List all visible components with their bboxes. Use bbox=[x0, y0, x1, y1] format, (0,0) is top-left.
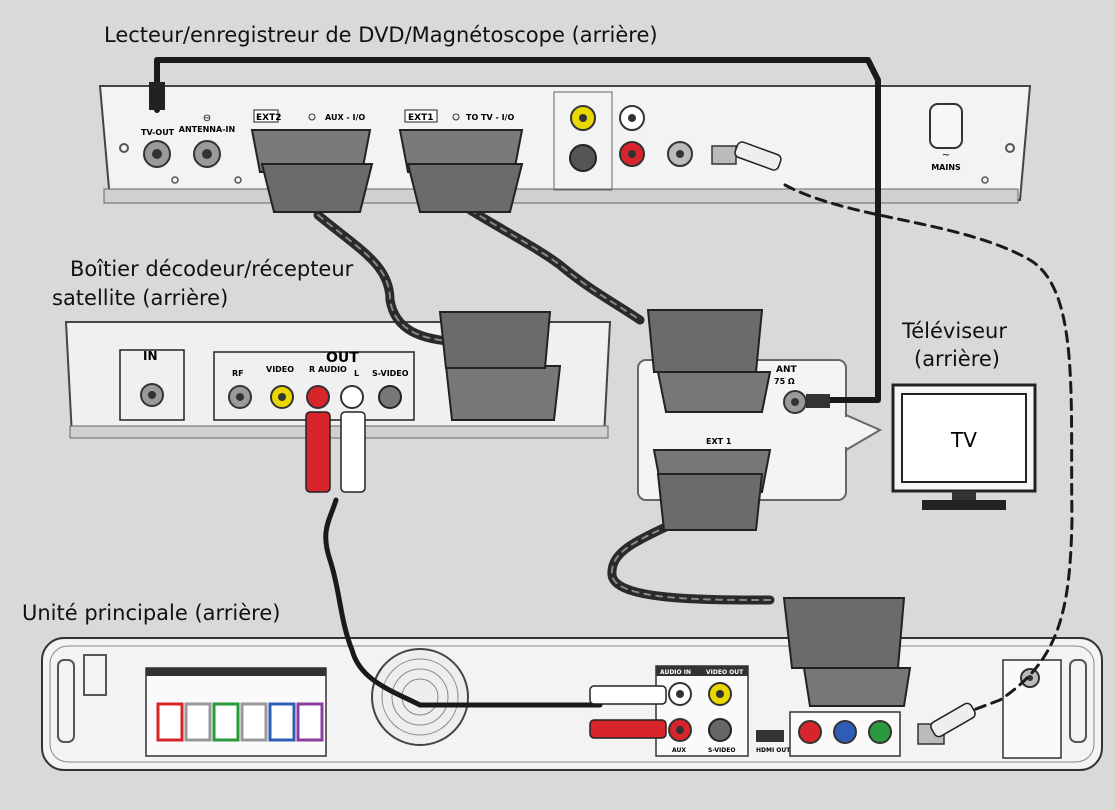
s-video-jack bbox=[569, 144, 597, 172]
svg-text:~: ~ bbox=[942, 150, 950, 161]
main-hdmi-label: HDMI OUT bbox=[756, 747, 791, 754]
aux-io-label: AUX - I/O bbox=[325, 113, 365, 122]
mains-label: MAINS bbox=[931, 163, 961, 172]
tv-ant-label: ANT bbox=[776, 365, 797, 375]
ext2-label: EXT2 bbox=[256, 113, 282, 123]
mains-socket bbox=[929, 103, 963, 149]
main-svideo-jack bbox=[708, 718, 732, 742]
to-tv-io-label: TO TV - I/O bbox=[466, 113, 514, 122]
optical-plug-main bbox=[930, 702, 976, 738]
main-video-out-label: VIDEO OUT bbox=[706, 669, 744, 676]
decoder-in-label: IN bbox=[143, 349, 158, 363]
antenna-icon: ⊖ bbox=[203, 113, 211, 124]
decoder-audio-l-jack bbox=[340, 385, 364, 409]
decoder-scart-socket bbox=[444, 365, 562, 421]
white-rca-plug-decoder bbox=[340, 411, 366, 493]
hdmi-port bbox=[756, 730, 784, 742]
decoder-caption-line1: Boîtier décodeur/récepteur bbox=[70, 257, 354, 281]
coax-plug-tv bbox=[806, 394, 830, 408]
television: TV bbox=[891, 383, 1037, 510]
scart-plug-tv-top bbox=[646, 309, 764, 373]
cables bbox=[154, 57, 1074, 717]
decoder-audio-r-jack bbox=[306, 385, 330, 409]
tv-top-scart-socket bbox=[656, 371, 772, 413]
main-svideo-label: S-VIDEO bbox=[708, 747, 735, 754]
decoder-svideo-jack bbox=[378, 385, 402, 409]
tv-out-label: TV-OUT bbox=[141, 128, 175, 137]
coax-cable bbox=[154, 57, 881, 403]
decoder-out-label: OUT bbox=[326, 350, 359, 366]
ext1-label: EXT1 bbox=[408, 113, 434, 123]
decoder-rf-label: RF bbox=[232, 369, 244, 378]
dvd-recorder-caption: Lecteur/enregistreur de DVD/Magnétoscope… bbox=[104, 23, 658, 47]
dvd-recorder-rear: TV-OUT ANTENNA-IN ⊖ EXT2 AUX - I/O EXT1 … bbox=[98, 85, 1032, 204]
tv-caption-line1: Téléviseur bbox=[902, 319, 1007, 343]
scart-plug-ext1 bbox=[406, 163, 524, 213]
main-aux-label: AUX bbox=[672, 747, 686, 754]
decoder-svideo-label: S-VIDEO bbox=[372, 369, 409, 378]
optical-plug-dvd bbox=[734, 141, 782, 171]
fan-grille bbox=[371, 648, 469, 746]
scart-plug-decoder bbox=[438, 311, 552, 369]
decoder-audio-label: AUDIO bbox=[318, 365, 347, 374]
audio-cable bbox=[323, 497, 603, 708]
red-rca-plug-decoder bbox=[305, 411, 331, 493]
main-unit-caption: Unité principale (arrière) bbox=[22, 601, 281, 625]
red-rca-plug-main bbox=[589, 719, 667, 739]
decoder-video-label: VIDEO bbox=[266, 365, 294, 374]
tv-screen-label: TV bbox=[950, 428, 977, 452]
optical-port bbox=[711, 145, 737, 165]
decoder-caption-line2: satellite (arrière) bbox=[52, 286, 229, 310]
scart-plug-tv-ext1 bbox=[656, 473, 764, 531]
screw-icon bbox=[119, 143, 129, 153]
scart-cable-main bbox=[607, 515, 775, 605]
decoder-r-label: R bbox=[309, 365, 315, 374]
decoder-l-label: L bbox=[354, 369, 359, 378]
screw-icon bbox=[1005, 143, 1015, 153]
white-rca-plug-main bbox=[589, 685, 667, 705]
tv-ext1-label: EXT 1 bbox=[706, 437, 732, 446]
antenna-in-label: ANTENNA-IN bbox=[179, 125, 235, 134]
coax-plug-dvd bbox=[149, 82, 165, 110]
tv-caption-line2: (arrière) bbox=[914, 347, 1000, 371]
scart-plug-ext2 bbox=[260, 163, 374, 213]
optical-cable bbox=[783, 183, 1074, 717]
plugs bbox=[149, 82, 976, 739]
main-audio-in-label: AUDIO IN bbox=[660, 669, 691, 676]
tv-ohm-label: 75 Ω bbox=[774, 377, 795, 386]
main-scart-socket bbox=[802, 667, 912, 707]
scart-plug-main bbox=[782, 597, 906, 669]
